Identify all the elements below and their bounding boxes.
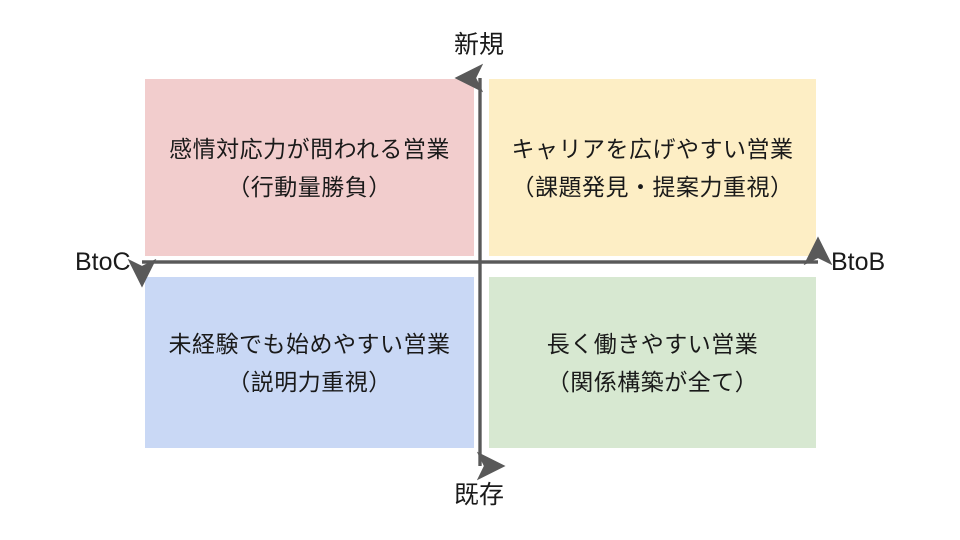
quadrant-bottom-right-subtitle: （関係構築が全て）	[546, 368, 759, 395]
quadrant-top-right: キャリアを広げやすい営業 （課題発見・提案力重視）	[489, 79, 816, 256]
quadrant-bottom-right: 長く働きやすい営業 （関係構築が全て）	[489, 277, 816, 448]
quadrant-bottom-left: 未経験でも始めやすい営業 （説明力重視）	[145, 277, 474, 448]
quadrant-top-left-title: 感情対応力が問われる営業	[169, 135, 450, 162]
quadrant-bottom-right-title: 長く働きやすい営業	[546, 330, 759, 357]
axis-label-top-text: 新規	[453, 31, 504, 59]
quadrant-bottom-left-title: 未経験でも始めやすい営業	[168, 330, 451, 357]
axis-label-top: 新規	[0, 28, 960, 62]
quadrant-top-left: 感情対応力が問われる営業 （行動量勝負）	[145, 79, 474, 256]
axis-label-right: BtoB	[831, 248, 886, 276]
axis-label-bottom: 既存	[0, 478, 960, 512]
quadrant-top-left-subtitle: （行動量勝負）	[227, 173, 392, 200]
axis-label-left: BtoC	[75, 248, 131, 276]
quadrant-top-right-subtitle: （課題発見・提案力重視）	[511, 173, 794, 200]
quadrant-top-right-title: キャリアを広げやすい営業	[511, 135, 794, 162]
quadrant-bottom-left-subtitle: （説明力重視）	[227, 368, 392, 395]
axis-label-bottom-text: 既存	[453, 481, 504, 509]
